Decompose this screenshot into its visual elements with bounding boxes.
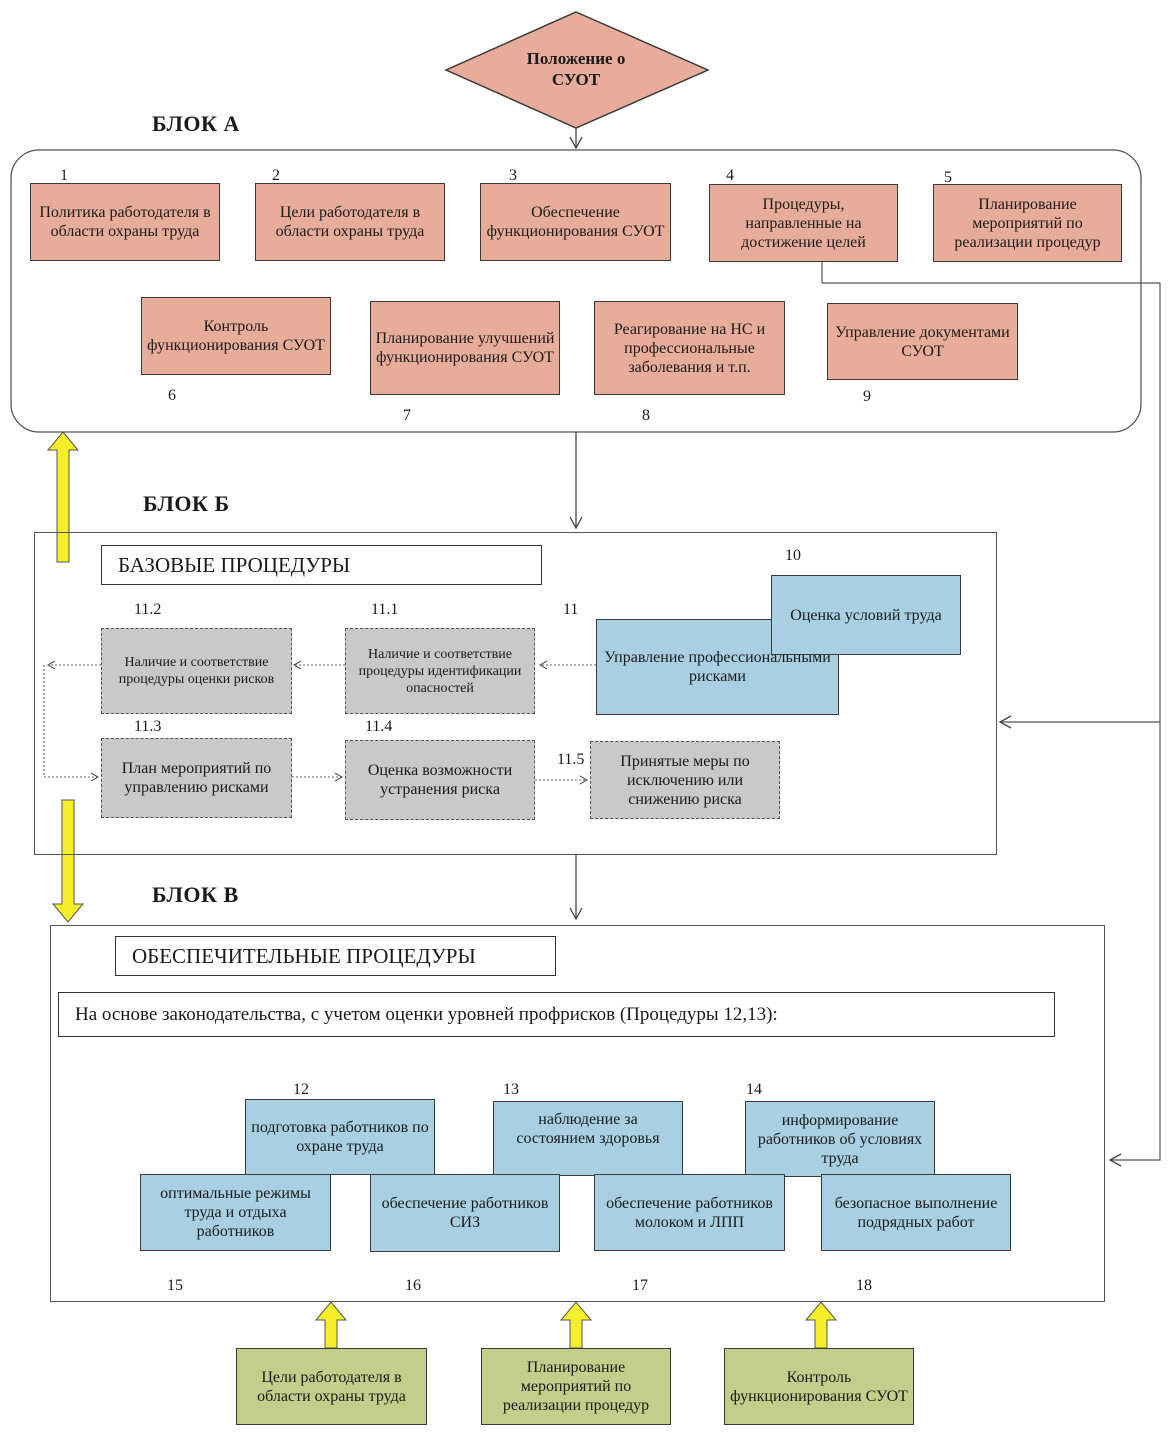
block-a-num-1: 1 (60, 167, 68, 184)
block-b-frame (34, 532, 997, 855)
block-c-num-17: 17 (632, 1277, 648, 1294)
block-a-box-3: Обеспечение функционирования СУОТ (480, 183, 671, 261)
block-c-box-13: наблюдение за состоянием здоровья (493, 1101, 683, 1176)
block-b-title: БАЗОВЫЕ ПРОЦЕДУРЫ (101, 545, 542, 585)
block-b-label: БЛОК Б (143, 491, 230, 516)
block-b-box-11-2: Наличие и соответствие процедуры оценки … (101, 628, 292, 714)
block-a-box-8: Реагирование на НС и профессиональные за… (594, 301, 785, 395)
block-b-num-11-3: 11.3 (134, 718, 162, 735)
block-b-box-11-1: Наличие и соответствие процедуры идентиф… (345, 628, 535, 714)
block-c-box-16: обеспечение работников СИЗ (370, 1174, 560, 1252)
block-a-box-6: Контроль функционирования СУОТ (141, 297, 331, 375)
block-c-num-16: 16 (405, 1277, 421, 1294)
block-a-num-3: 3 (509, 167, 517, 184)
block-a-box-5: Планирование мероприятий по реализации п… (933, 184, 1122, 262)
top-regulation-label: Положение о СУОТ (526, 49, 626, 89)
block-c-frame (50, 925, 1105, 1302)
block-a-box-1: Политика работодателя в области охраны т… (30, 183, 220, 261)
block-b-box-11-4: Оценка возможности устранения риска (345, 740, 535, 820)
block-b-box-11-3: План мероприятий по управлению рисками (101, 738, 292, 818)
block-c-num-15: 15 (167, 1277, 183, 1294)
block-a-num-6: 6 (168, 387, 176, 404)
block-c-num-14: 14 (746, 1081, 762, 1098)
block-b-num-11-5: 11.5 (557, 751, 585, 768)
block-a-num-8: 8 (642, 407, 650, 424)
block-a-num-9: 9 (863, 388, 871, 405)
yellow-arrow-up-3 (804, 1301, 838, 1349)
bottom-box-planning: Планирование мероприятий по реализации п… (481, 1348, 671, 1425)
block-c-box-17: обеспечение работников молоком и ЛПП (594, 1174, 785, 1251)
block-c-title: ОБЕСПЕЧИТЕЛЬНЫЕ ПРОЦЕДУРЫ (115, 936, 556, 976)
block-b-num-11: 11 (563, 601, 579, 618)
bottom-box-goals: Цели работодателя в области охраны труда (236, 1348, 427, 1425)
block-c-box-18: безопасное выполнение подрядных работ (821, 1174, 1011, 1251)
block-a-box-2: Цели работодателя в области охраны труда (255, 183, 445, 261)
block-b-num-11-4: 11.4 (365, 718, 393, 735)
block-a-num-5: 5 (944, 169, 952, 186)
yellow-arrow-up-2 (559, 1301, 593, 1349)
block-c-num-13: 13 (503, 1081, 519, 1098)
block-a-label: БЛОК А (152, 111, 240, 136)
block-c-num-12: 12 (293, 1081, 309, 1098)
block-a-num-4: 4 (726, 167, 734, 184)
block-b-num-11-1: 11.1 (371, 601, 399, 618)
block-b-box-10: Оценка условий труда (771, 575, 961, 655)
block-c-num-18: 18 (856, 1277, 872, 1294)
block-a-box-7: Планирование улучшений функционирования … (370, 301, 560, 395)
yellow-arrow-up-1 (314, 1301, 348, 1349)
block-c-box-12: подготовка работников по охране труда (245, 1099, 435, 1175)
block-a-box-9: Управление документами СУОТ (827, 303, 1018, 380)
block-c-box-14: информирование работников об условиях тр… (745, 1101, 935, 1177)
yellow-arrow-down-left (51, 799, 85, 923)
block-a-num-2: 2 (272, 167, 280, 184)
block-a-num-7: 7 (403, 407, 411, 424)
block-c-box-15: оптимальные режимы труда и отдыха работн… (140, 1174, 331, 1251)
block-b-num-11-2: 11.2 (134, 601, 162, 618)
bottom-box-control: Контроль функционирования СУОТ (724, 1348, 914, 1425)
block-a-box-4: Процедуры, направленные на достижение це… (709, 184, 898, 262)
block-c-subtitle: На основе законодательства, с учетом оце… (58, 992, 1055, 1037)
block-c-label: БЛОК В (152, 882, 239, 907)
yellow-arrow-up-left (46, 431, 80, 563)
block-b-num-10: 10 (785, 547, 801, 564)
block-b-box-11-5: Принятые меры по исключению или снижению… (590, 741, 780, 819)
